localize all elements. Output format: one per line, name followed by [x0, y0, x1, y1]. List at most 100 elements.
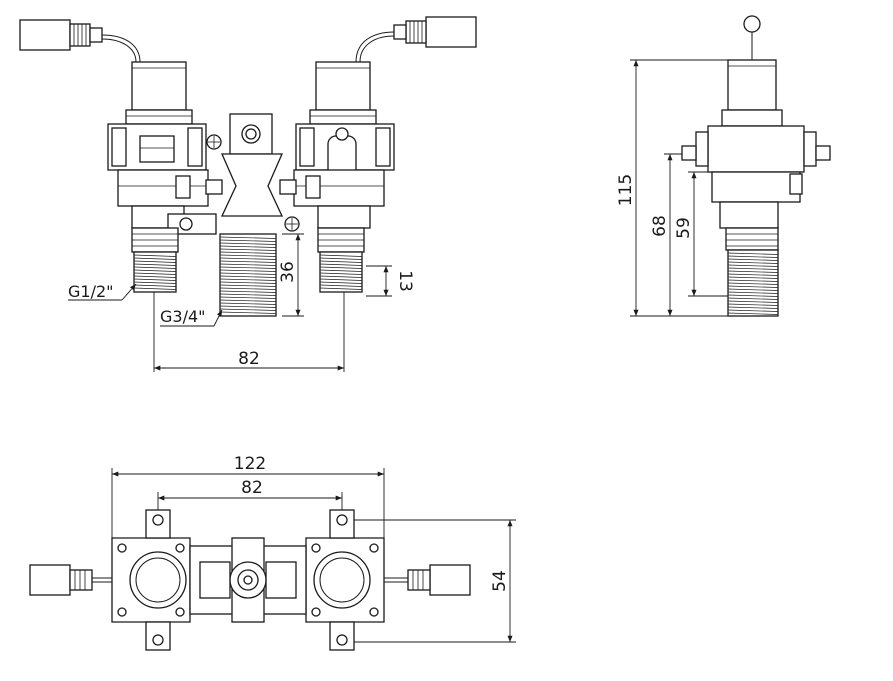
thread-line: [727, 252, 779, 255]
top-view: 122 82 54: [29, 454, 516, 651]
dim-54-label: 54: [490, 570, 510, 592]
thread-line: [133, 278, 177, 281]
dim-36-label: 36: [278, 261, 298, 283]
thread-line: [133, 287, 177, 290]
dim-54: [354, 519, 516, 643]
thread-line: [727, 255, 779, 258]
thread-line: [319, 275, 363, 278]
thread-line: [219, 251, 277, 254]
thread-line: [727, 264, 779, 267]
thread-line: [219, 263, 277, 266]
thread-line: [133, 257, 177, 260]
dim-82-front-label: 82: [238, 349, 260, 369]
thread-line: [219, 236, 277, 239]
thread-line: [133, 269, 177, 272]
thread-line: [219, 239, 277, 242]
thread-line: [319, 272, 363, 275]
side-top-ring: [743, 15, 761, 60]
thread-line: [727, 300, 779, 303]
thread-line: [133, 260, 177, 263]
thread-line: [133, 281, 177, 284]
thread-line: [133, 263, 177, 266]
thread-line: [219, 254, 277, 257]
thread-line: [219, 290, 277, 293]
thread-line: [219, 245, 277, 248]
dim-59: [688, 171, 728, 297]
thread-line: [319, 254, 363, 257]
left-solenoid-coil: [125, 61, 193, 125]
dim-68: [664, 153, 682, 316]
front-view: 82 36 13 G1/2" G3/4": [19, 16, 477, 372]
thread-line: [219, 260, 277, 263]
thread-line: [319, 266, 363, 269]
side-view: 115 68 59: [616, 15, 831, 317]
thread-line: [727, 258, 779, 261]
thread-line: [727, 261, 779, 264]
thread-line: [727, 270, 779, 273]
thread-line: [133, 254, 177, 257]
thread-line: [219, 266, 277, 269]
thread-line: [727, 285, 779, 288]
dim-115-label: 115: [616, 174, 636, 206]
thread-line: [727, 288, 779, 291]
thread-line: [133, 266, 177, 269]
central-body: [206, 113, 284, 217]
thread-line: [319, 278, 363, 281]
label-g34: G3/4": [160, 307, 206, 326]
thread-line: [727, 297, 779, 300]
dim-36: [282, 233, 304, 317]
thread-line: [219, 302, 277, 305]
thread-line: [319, 287, 363, 290]
dim-13: [366, 265, 392, 297]
label-g12: G1/2": [68, 282, 114, 301]
thread-line: [727, 294, 779, 297]
thread-line: [219, 242, 277, 245]
leader-g34: [160, 309, 223, 327]
thread-line: [727, 303, 779, 306]
left-valve-body: [107, 123, 223, 235]
thread-line: [319, 257, 363, 260]
leader-g12: [68, 283, 137, 301]
thread-line: [319, 269, 363, 272]
top-right-connector: [350, 564, 471, 596]
right-connector-plug: [355, 16, 477, 63]
thread-line: [319, 281, 363, 284]
thread-line: [219, 284, 277, 287]
thread-line: [133, 272, 177, 275]
right-solenoid-coil: [309, 61, 377, 125]
thread-line: [219, 269, 277, 272]
top-center-body: [189, 537, 307, 623]
thread-line: [727, 309, 779, 312]
thread-line: [133, 284, 177, 287]
dim-13-label: 13: [395, 270, 415, 292]
thread-line: [727, 279, 779, 282]
thread-line: [727, 306, 779, 309]
thread-line: [219, 311, 277, 314]
thread-line: [219, 308, 277, 311]
thread-line: [727, 276, 779, 279]
thread-line: [727, 282, 779, 285]
thread-line: [219, 275, 277, 278]
thread-line: [219, 299, 277, 302]
thread-line: [319, 260, 363, 263]
left-outlet-thread: [131, 227, 179, 293]
thread-line: [219, 278, 277, 281]
centre-outlet-thread: [219, 233, 277, 317]
thread-line: [219, 287, 277, 290]
side-body: [681, 125, 831, 229]
thread-line: [319, 284, 363, 287]
thread-line: [219, 305, 277, 308]
thread-line: [727, 273, 779, 276]
dim-82-top: [157, 492, 343, 510]
top-right-valve: [305, 509, 385, 651]
dim-82-top-label: 82: [241, 478, 263, 498]
right-valve-body: [279, 123, 395, 232]
thread-line: [219, 296, 277, 299]
dim-115: [630, 59, 740, 317]
dim-82-front: [153, 292, 345, 372]
thread-line: [727, 267, 779, 270]
dim-68-label: 68: [650, 215, 670, 237]
thread-line: [219, 257, 277, 260]
thread-line: [727, 291, 779, 294]
